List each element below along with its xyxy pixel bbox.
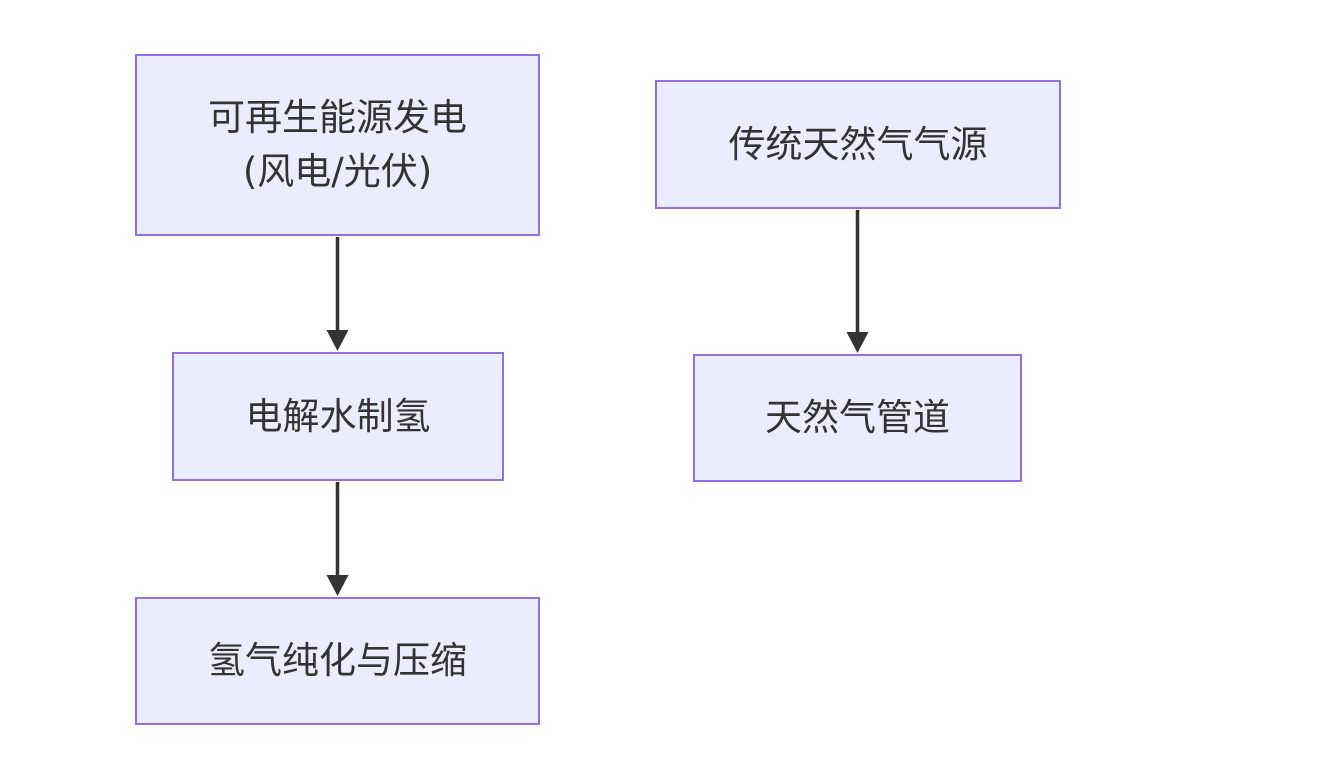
arrow-electrolysis-to-purification (326, 482, 349, 596)
node-label-line: 氢气纯化与压缩 (208, 639, 467, 682)
node-natural-gas-pipeline: 天然气管道 (693, 354, 1022, 482)
node-label-line: 传统天然气气源 (728, 122, 988, 166)
node-label-line: (风电/光伏) (242, 150, 433, 193)
node-hydrogen-purification-compression: 氢气纯化与压缩 (135, 597, 540, 725)
arrow-renewable-to-electrolysis (326, 237, 349, 351)
node-water-electrolysis: 电解水制氢 (172, 352, 504, 481)
node-label-line: 天然气管道 (765, 396, 950, 439)
node-label-line: 可再生能源发电 (208, 96, 467, 139)
node-renewable-power-generation: 可再生能源发电 (风电/光伏) (135, 54, 540, 236)
arrow-gas-source-to-pipeline (846, 210, 869, 353)
node-label-line: 电解水制氢 (245, 394, 431, 438)
node-traditional-gas-source: 传统天然气气源 (655, 80, 1061, 209)
